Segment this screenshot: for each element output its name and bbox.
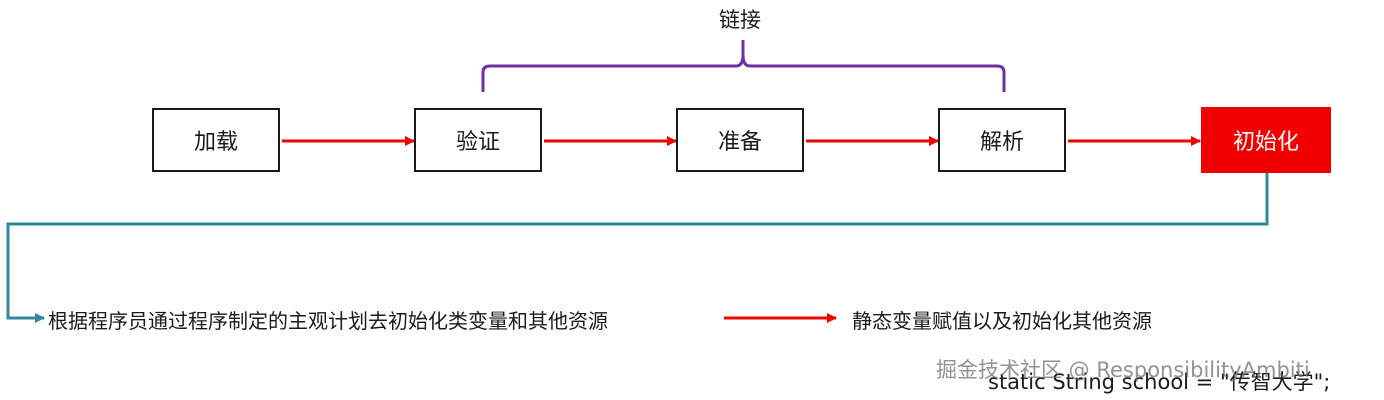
init-result: 静态变量赋值以及初始化其他资源 [852, 309, 1152, 333]
stage-resolve: 解析 [938, 108, 1066, 172]
init-description: 根据程序员通过程序制定的主观计划去初始化类变量和其他资源 [48, 309, 608, 333]
init-connector [6, 173, 1269, 323]
stage-initialize: 初始化 [1201, 107, 1331, 173]
code-line: static String school = "传智大学"; [988, 370, 1331, 394]
link-bracket [481, 40, 1006, 92]
stage-prepare: 准备 [676, 108, 804, 172]
stage-load: 加载 [152, 108, 280, 172]
watermark: 掘金技术社区 @ ResponsibilityAmbiti [936, 358, 1310, 382]
link-group-label: 链接 [719, 8, 761, 32]
stage-verify: 验证 [414, 108, 542, 172]
